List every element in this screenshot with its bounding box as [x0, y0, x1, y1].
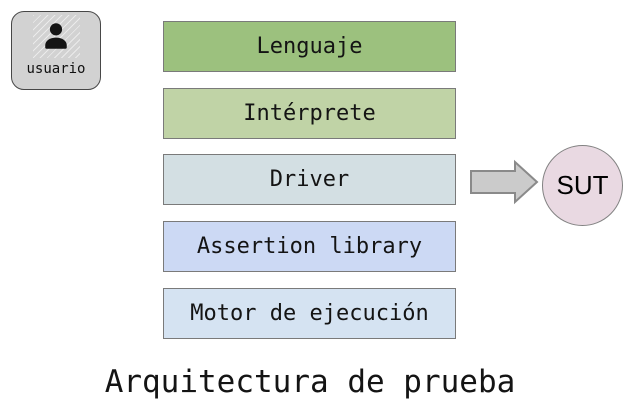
layer-lenguaje: Lenguaje [163, 21, 456, 72]
layer-assertion-library: Assertion library [163, 221, 456, 272]
layer-interprete: Intérprete [163, 88, 456, 139]
right-arrow-icon [469, 159, 539, 205]
user-box: usuario [11, 11, 101, 90]
user-icon [32, 15, 80, 58]
diagram-title: Arquitectura de prueba [104, 364, 516, 400]
sut-node: SUT [542, 145, 623, 226]
layer-driver: Driver [163, 154, 456, 205]
user-label: usuario [26, 61, 86, 77]
layer-motor-ejecucion: Motor de ejecución [163, 288, 456, 339]
right-arrow-shape [470, 159, 539, 205]
